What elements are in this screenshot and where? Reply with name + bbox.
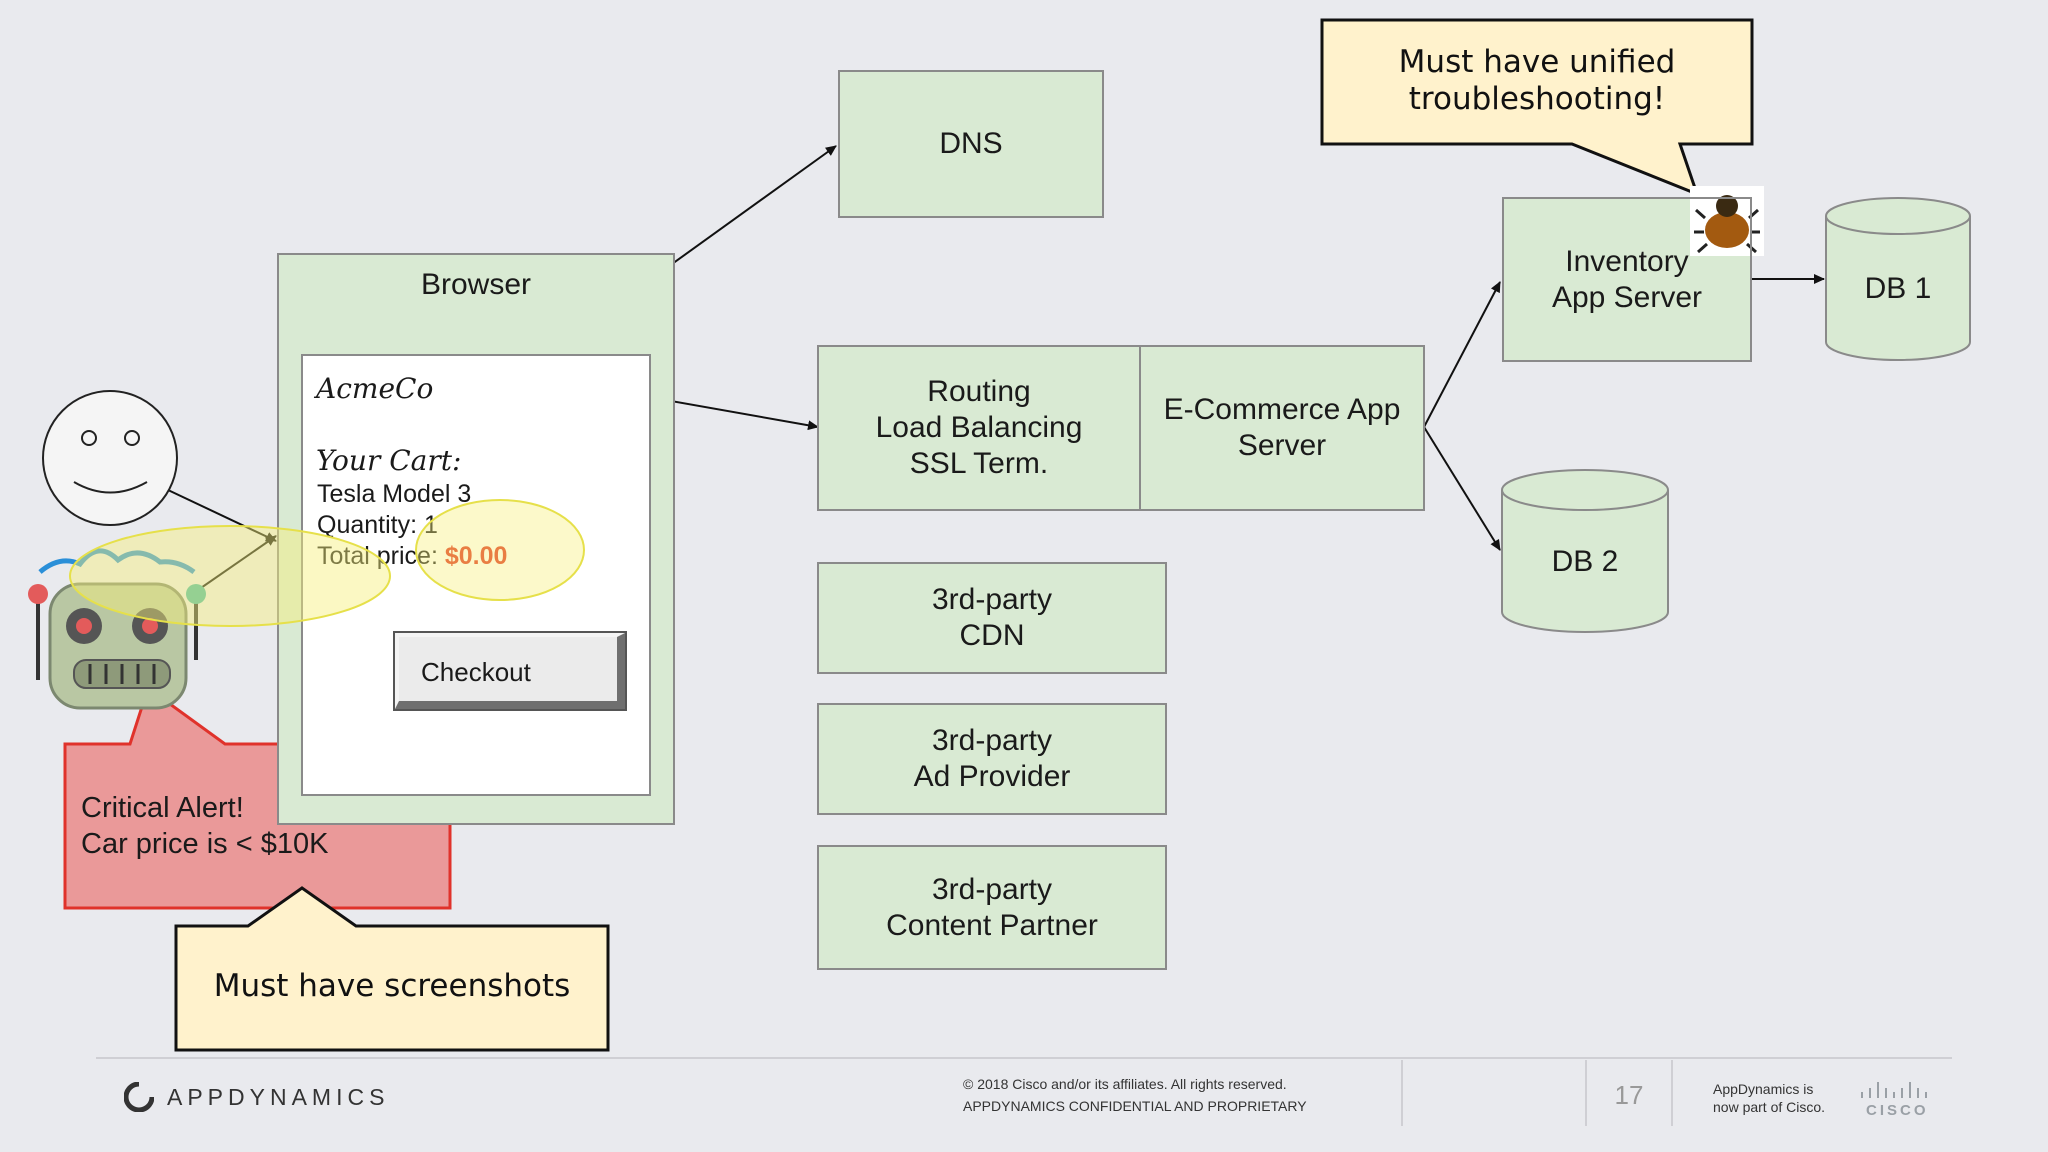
cart-item: Tesla Model 3 [317, 480, 472, 508]
db1-label: DB 1 [1864, 272, 1932, 305]
browser-page [301, 354, 651, 796]
callout-unified-text: Must have unified troubleshooting! [1398, 44, 1676, 117]
footer: APPDYNAMICS © 2018 Cisco and/or its affi… [0, 1060, 2048, 1152]
footer-copyright-2: APPDYNAMICS CONFIDENTIAL AND PROPRIETARY [963, 1098, 1307, 1114]
footer-brand: APPDYNAMICS [167, 1084, 390, 1110]
edge-ecommerce-inventory [1423, 281, 1501, 428]
cart-total-label: Total price: [317, 542, 445, 570]
cdn-node: 3rd-party CDN [817, 562, 1167, 674]
cart-quantity: Quantity: 1 [317, 511, 438, 539]
callout-screenshots-text: Must have screenshots [213, 968, 571, 1004]
db2-label: DB 2 [1551, 545, 1619, 578]
cart-heading: Your Cart: [316, 444, 462, 477]
edge-robot-browser [197, 535, 277, 591]
db2-cylinder [1501, 469, 1669, 633]
cart-total: Total price: $0.00 [317, 542, 507, 571]
page-number: 17 [1614, 1080, 1644, 1110]
edge-ecommerce-db2 [1423, 426, 1501, 551]
footer-cisco-note: AppDynamics is now part of Cisco. [1713, 1081, 1826, 1115]
routing-node: Routing Load Balancing SSL Term. [817, 345, 1141, 511]
ecommerce-node: E-Commerce App Server [1139, 345, 1425, 511]
db1-cylinder [1825, 197, 1971, 361]
dns-node: DNS [838, 70, 1104, 218]
smiley-face-icon [42, 390, 178, 526]
callout-alert-text: Critical Alert! Car price is < $10K [81, 792, 329, 860]
site-logo: AcmeCo [316, 372, 434, 405]
ad-provider-node: 3rd-party Ad Provider [817, 703, 1167, 815]
edge-user-browser [167, 489, 277, 542]
cisco-logo-text: CISCO [1866, 1102, 1929, 1119]
browser-title: Browser [420, 268, 532, 301]
appdynamics-logo-icon [124, 1082, 154, 1112]
footer-copyright-1: © 2018 Cisco and/or its affiliates. All … [963, 1076, 1287, 1092]
checkout-button[interactable]: Checkout [393, 631, 627, 711]
content-partner-node: 3rd-party Content Partner [817, 845, 1167, 970]
cisco-logo-icon [1861, 1082, 1927, 1098]
checkout-button-label: Checkout [421, 657, 531, 687]
callout-unified-shape [1320, 18, 1754, 197]
callout-screenshots-shape [174, 886, 610, 1052]
inventory-node: Inventory App Server [1502, 197, 1752, 362]
cart-total-value: $0.00 [444, 542, 508, 570]
robot-icon [28, 548, 206, 710]
